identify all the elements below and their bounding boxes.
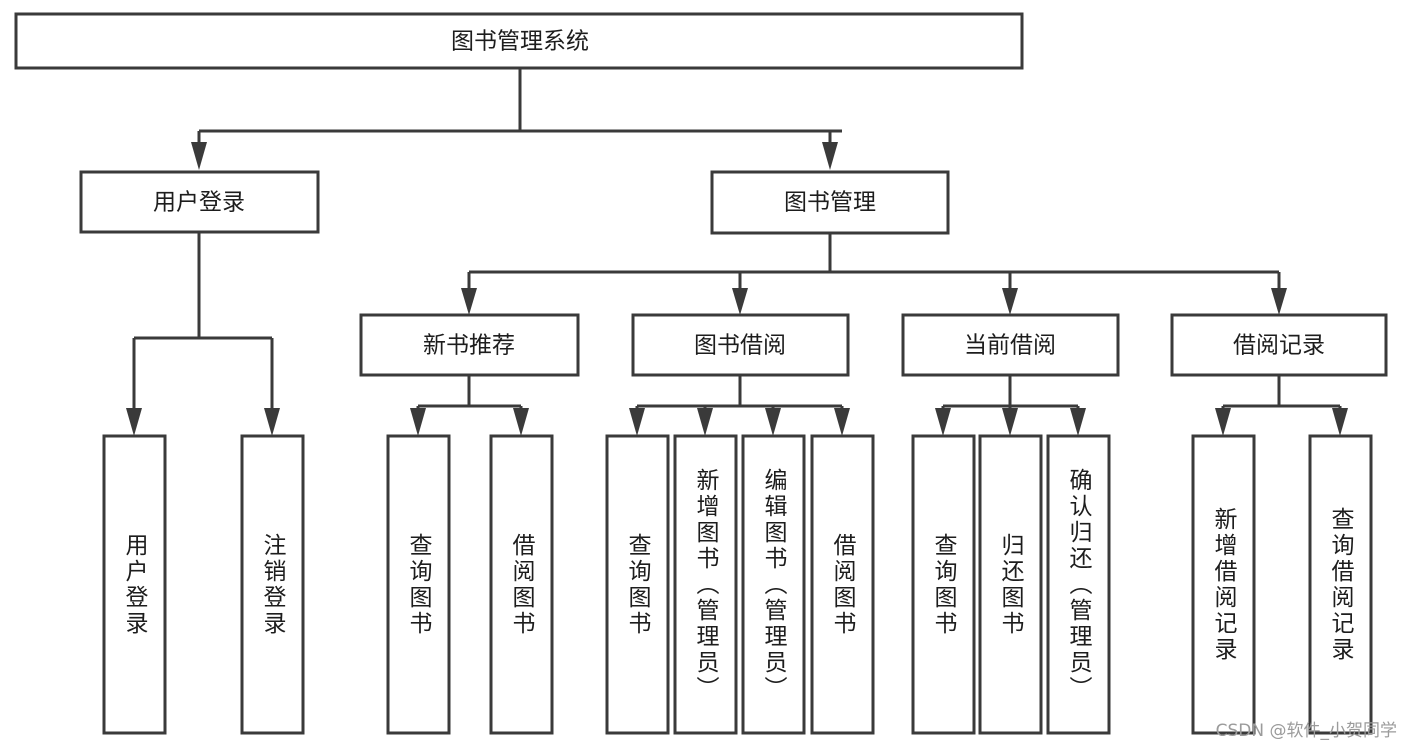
leaf-edit-book-box[interactable]	[741, 434, 806, 735]
edge-group-user-login-to-leaves	[126, 232, 280, 436]
leaf-edit-book[interactable]: 编辑图书（管理员）	[741, 434, 806, 735]
arrow-to-borrow-record	[1271, 288, 1287, 315]
leaf-query-book-1-label: 查询图书	[405, 533, 433, 637]
edge-group-book-mgmt-to-level3	[461, 233, 1287, 315]
arrow-to-leaf-query-book-2	[629, 408, 645, 436]
leaf-borrow-book-1[interactable]: 借阅图书	[489, 434, 554, 735]
leaf-confirm-return-box[interactable]	[1046, 434, 1111, 735]
leaf-query-book-3-box[interactable]	[911, 434, 976, 735]
leaf-query-record-box[interactable]	[1308, 434, 1373, 735]
node-book-management-box[interactable]	[710, 170, 950, 235]
leaf-logout-box[interactable]	[240, 434, 305, 735]
leaf-borrow-book-2-box[interactable]	[810, 434, 875, 735]
leaf-query-book-3[interactable]: 查询图书	[911, 434, 976, 735]
node-borrow-record-label: 借阅记录	[1233, 333, 1325, 359]
arrow-to-new-book-recommend	[461, 288, 477, 315]
node-borrow-record-box[interactable]	[1170, 313, 1388, 377]
leaf-add-book[interactable]: 新增图书（管理员）	[673, 434, 738, 735]
leaf-query-book-3-label: 查询图书	[930, 533, 958, 637]
node-new-book-recommend-box[interactable]	[359, 313, 580, 377]
leaf-add-book-box[interactable]	[673, 434, 738, 735]
arrow-to-leaf-user-login	[126, 408, 142, 436]
leaf-user-login-label: 用户登录	[121, 533, 149, 637]
arrow-to-book-borrow	[732, 288, 748, 315]
leaf-add-record-label: 新增借阅记录	[1210, 507, 1238, 663]
arrow-to-leaf-add-record	[1215, 408, 1231, 436]
edge-group-book-borrow-to-leaves	[629, 375, 850, 436]
arrow-to-leaf-logout	[264, 408, 280, 436]
node-root[interactable]: 图书管理系统	[14, 12, 1024, 70]
node-book-borrow-label: 图书借阅	[694, 333, 786, 359]
node-book-management-label: 图书管理	[784, 190, 876, 216]
node-new-book-recommend[interactable]: 新书推荐	[359, 313, 580, 377]
arrow-to-leaf-return-book	[1002, 408, 1018, 436]
leaf-add-record[interactable]: 新增借阅记录	[1191, 434, 1256, 735]
leaf-user-login-box[interactable]	[102, 434, 167, 735]
leaf-logout[interactable]: 注销登录	[240, 434, 305, 735]
arrow-to-leaf-borrow-book-2	[834, 408, 850, 436]
arrow-to-leaf-add-book	[697, 408, 713, 436]
node-root-label: 图书管理系统	[451, 29, 589, 55]
leaf-add-record-box[interactable]	[1191, 434, 1256, 735]
leaf-query-book-1-box[interactable]	[386, 434, 451, 735]
leaf-return-book[interactable]: 归还图书	[978, 434, 1043, 735]
edge-group-borrow-record-to-leaves	[1215, 375, 1348, 436]
node-user-login-label: 用户登录	[153, 190, 245, 216]
leaf-query-record[interactable]: 查询借阅记录	[1308, 434, 1373, 735]
node-user-login[interactable]: 用户登录	[79, 170, 320, 234]
node-book-management[interactable]: 图书管理	[710, 170, 950, 235]
leaf-edit-book-label: 编辑图书（管理员）	[760, 468, 788, 702]
node-current-borrow[interactable]: 当前借阅	[901, 313, 1120, 377]
arrow-to-leaf-query-book-3	[935, 408, 951, 436]
node-book-borrow[interactable]: 图书借阅	[631, 313, 850, 377]
arrow-to-user-login	[191, 142, 207, 170]
leaf-query-book-2-label: 查询图书	[624, 533, 652, 637]
arrow-to-leaf-query-book-1	[410, 408, 426, 436]
arrow-to-leaf-edit-book	[765, 408, 781, 436]
node-user-login-box[interactable]	[79, 170, 320, 234]
node-current-borrow-box[interactable]	[901, 313, 1120, 377]
leaf-query-book-1[interactable]: 查询图书	[386, 434, 451, 735]
leaf-query-book-2[interactable]: 查询图书	[605, 434, 670, 735]
edge-group-root-to-level2	[191, 68, 842, 170]
arrow-to-leaf-borrow-book-1	[513, 408, 529, 436]
leaf-return-book-label: 归还图书	[997, 533, 1025, 637]
leaf-borrow-book-2-label: 借阅图书	[829, 533, 857, 637]
edge-group-new-book-to-leaves	[410, 375, 529, 436]
arrow-to-current-borrow	[1002, 288, 1018, 315]
node-root-box[interactable]	[14, 12, 1024, 70]
leaf-return-book-box[interactable]	[978, 434, 1043, 735]
node-book-borrow-box[interactable]	[631, 313, 850, 377]
leaf-borrow-book-1-label: 借阅图书	[508, 533, 536, 637]
leaf-query-record-label: 查询借阅记录	[1327, 507, 1355, 663]
node-current-borrow-label: 当前借阅	[964, 333, 1056, 359]
leaf-query-book-2-box[interactable]	[605, 434, 670, 735]
leaf-logout-label: 注销登录	[259, 533, 287, 637]
arrow-to-leaf-query-record	[1332, 408, 1348, 436]
leaf-add-book-label: 新增图书（管理员）	[692, 468, 720, 702]
leaf-confirm-return[interactable]: 确认归还（管理员）	[1046, 434, 1111, 735]
leaf-borrow-book-2[interactable]: 借阅图书	[810, 434, 875, 735]
arrow-to-book-mgmt	[822, 142, 838, 170]
arrow-to-leaf-confirm-return	[1070, 408, 1086, 436]
node-new-book-recommend-label: 新书推荐	[423, 333, 515, 359]
edge-group-current-borrow-to-leaves	[935, 375, 1086, 436]
leaf-user-login[interactable]: 用户登录	[102, 434, 167, 735]
node-borrow-record[interactable]: 借阅记录	[1170, 313, 1388, 377]
leaf-borrow-book-1-box[interactable]	[489, 434, 554, 735]
leaf-confirm-return-label: 确认归还（管理员）	[1065, 468, 1093, 702]
